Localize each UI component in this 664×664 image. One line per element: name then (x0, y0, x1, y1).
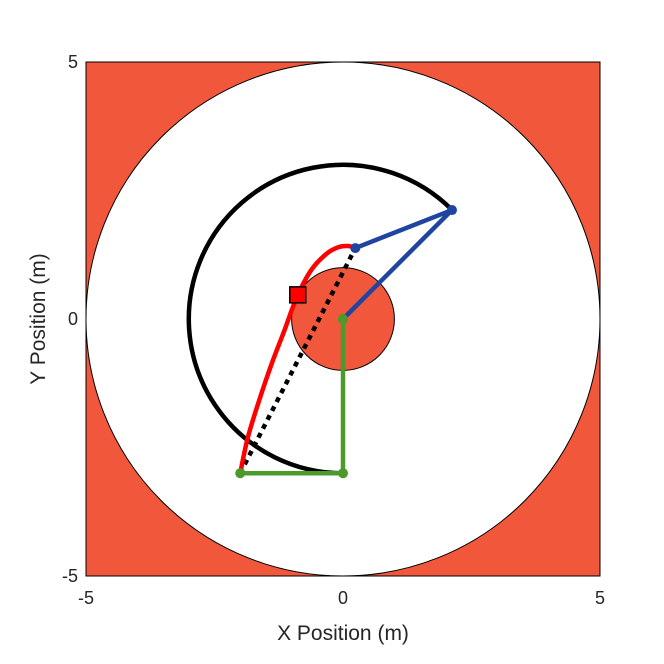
axes-frame (85, 61, 601, 577)
chart-marks (186, 162, 457, 479)
tick-labels: -5 0 5 -5 0 5 (62, 52, 605, 608)
base-joint (338, 314, 348, 324)
x-axis-label: X Position (m) (277, 622, 409, 645)
axes-box (85, 61, 601, 577)
x-tick-label: 0 (338, 588, 348, 608)
x-tick-label: -5 (78, 588, 94, 608)
x-tick-label: 5 (595, 588, 605, 608)
y-tick-label: -5 (62, 566, 78, 586)
current-arm-joint (350, 243, 361, 254)
y-tick-label: 5 (68, 52, 78, 72)
start-arm-joint (338, 468, 348, 479)
y-tick-label: 0 (68, 309, 78, 329)
current-arm-joint (446, 205, 457, 216)
start-arm-joint (235, 468, 246, 479)
y-axis-label: Y Position (m) (27, 253, 50, 385)
straight-path (238, 247, 358, 475)
marker-square (289, 286, 307, 304)
